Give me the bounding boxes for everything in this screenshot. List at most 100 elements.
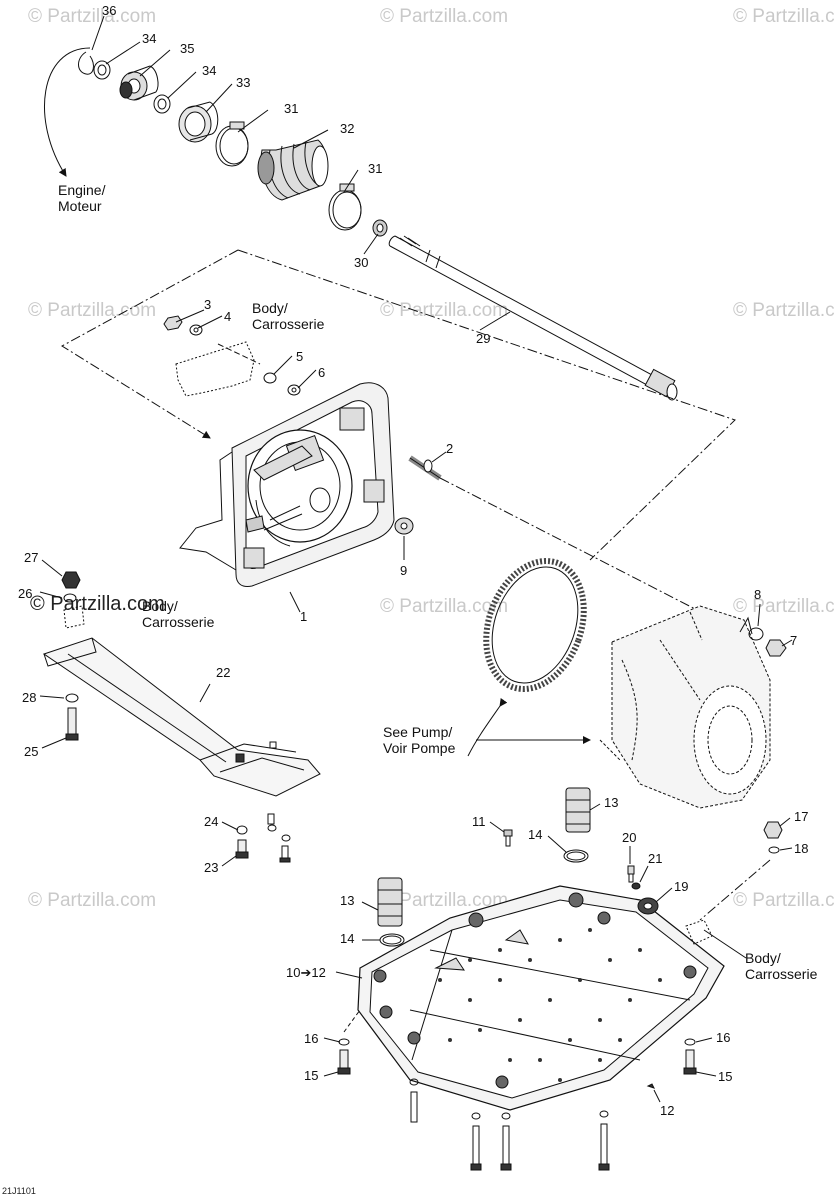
- callout-36: 36: [102, 3, 117, 18]
- callout-11: 11: [472, 814, 486, 829]
- callout-26: 26: [18, 586, 33, 601]
- callout-4: 4: [224, 309, 232, 324]
- oring-14b: [379, 933, 405, 947]
- ride-plate-12: [357, 885, 725, 1111]
- bolt-25: [65, 707, 79, 741]
- bracket-body3: [685, 919, 713, 945]
- watermark: © Partzilla.com: [28, 300, 157, 321]
- callout-19: 19: [674, 879, 689, 894]
- watermark: © Partzilla.com: [380, 596, 509, 617]
- nut-17: [763, 821, 783, 839]
- watermark: © Partzilla.com: [380, 890, 509, 911]
- callout-31: 31: [284, 101, 299, 116]
- callout-28: 28: [22, 690, 37, 705]
- bushing-30: [372, 219, 388, 237]
- note-engine: Engine/ Moteur: [58, 182, 106, 214]
- callout-1: 1: [300, 609, 308, 624]
- driveshaft-29: [388, 235, 678, 401]
- watermark: © Partzilla.com: [380, 6, 509, 27]
- diagram-code: 21J1101: [2, 1186, 36, 1196]
- washer-28: [65, 693, 79, 703]
- watermark: © Partzilla.com: [28, 6, 157, 27]
- washer-24b: [267, 824, 291, 842]
- stud-2: [408, 455, 442, 481]
- note-body-3: Body/ Carrosserie: [745, 950, 818, 982]
- callout-8: 8: [754, 587, 762, 602]
- callout-15b: 15: [718, 1069, 733, 1084]
- jet-pump: [599, 605, 771, 809]
- washer-16a: [338, 1038, 350, 1046]
- callout-20: 20: [622, 830, 637, 845]
- boot-32: [257, 139, 329, 201]
- note-body-1: Body/ Carrosserie: [252, 300, 325, 332]
- washer-21: [631, 882, 641, 890]
- callout-27: 27: [24, 550, 39, 565]
- callout-7: 7: [790, 633, 798, 648]
- seal-carrier-35: [119, 65, 159, 101]
- nut-7: [765, 639, 787, 657]
- grommet-19: [637, 897, 659, 915]
- callout-16b: 16: [716, 1030, 731, 1045]
- watermark: © Partzilla.com: [733, 300, 835, 321]
- oring-14a: [563, 849, 589, 863]
- callout-34b: 34: [202, 63, 217, 78]
- seal-33: [178, 101, 219, 143]
- callout-21: 21: [648, 851, 663, 866]
- bolt-23: [235, 839, 249, 859]
- callout-17: 17: [794, 809, 809, 824]
- fitting-13a: [565, 787, 591, 833]
- callout-13b: 13: [340, 893, 355, 908]
- bottom-bolts: [409, 1078, 655, 1171]
- watermark: © Partzilla.com: [733, 596, 835, 617]
- fasteners-upper: [163, 315, 301, 396]
- callout-25: 25: [24, 744, 39, 759]
- bolt-23b: [267, 813, 291, 863]
- callout-6: 6: [318, 365, 326, 380]
- watermark: © Partzilla.com: [733, 6, 835, 27]
- screw-11: [503, 829, 513, 847]
- callout-3: 3: [204, 297, 212, 312]
- callout-14: 14: [528, 827, 543, 842]
- callout-35: 35: [180, 41, 195, 56]
- body-bracket: [175, 341, 255, 397]
- note-body-2: Body/ Carrosserie: [142, 598, 215, 630]
- support-22: [42, 637, 321, 797]
- watermark: © Partzilla.com: [733, 890, 835, 911]
- watermark: © Partzilla.com: [28, 890, 157, 911]
- callout-24: 24: [204, 814, 219, 829]
- clamp-31: [215, 121, 249, 167]
- callout-15: 15: [304, 1068, 319, 1083]
- watermark: © Partzilla.com: [380, 300, 509, 321]
- fastener-27: [61, 571, 81, 589]
- wear-ring: [483, 558, 587, 692]
- bolt-15a: [337, 1049, 351, 1075]
- bolt-15b: [683, 1049, 697, 1075]
- callout-33: 33: [236, 75, 251, 90]
- callout-18: 18: [794, 841, 809, 856]
- washer-16b: [684, 1038, 696, 1046]
- intake-housing-1: [179, 382, 395, 587]
- circlip-36: [78, 51, 94, 75]
- callout-22: 22: [216, 665, 231, 680]
- callout-16: 16: [304, 1031, 319, 1046]
- callout-13: 13: [604, 795, 619, 810]
- callout-34: 34: [142, 31, 157, 46]
- callout-9: 9: [400, 563, 408, 578]
- callout-32: 32: [340, 121, 355, 136]
- callout-29: 29: [476, 331, 491, 346]
- callout-5: 5: [296, 349, 304, 364]
- bracket-body2: [63, 605, 85, 629]
- callout-14b: 14: [340, 931, 355, 946]
- callout-10-12: 10➔12: [286, 965, 326, 980]
- callout-12: 12: [660, 1103, 675, 1118]
- washer-24: [236, 825, 248, 835]
- washer-9: [394, 517, 414, 535]
- screw-20: [627, 865, 635, 883]
- washer-34b: [153, 94, 171, 114]
- washer-26: [63, 593, 77, 603]
- washer-34: [93, 60, 111, 80]
- callout-2: 2: [446, 441, 454, 456]
- fitting-13b: [377, 877, 403, 927]
